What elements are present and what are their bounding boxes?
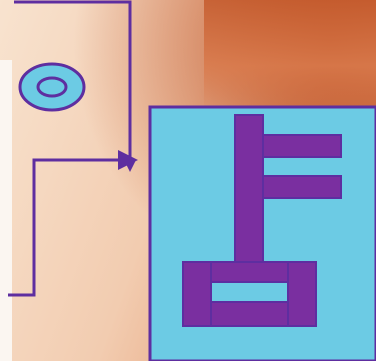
ring-icon: [18, 62, 86, 112]
background-wall: [204, 0, 376, 110]
top-connector-line: [14, 0, 132, 168]
key-icon: [182, 114, 342, 327]
bottom-connector-line: [8, 158, 126, 297]
paper-edge: [0, 60, 12, 361]
arrow-icon-right: [118, 150, 138, 170]
